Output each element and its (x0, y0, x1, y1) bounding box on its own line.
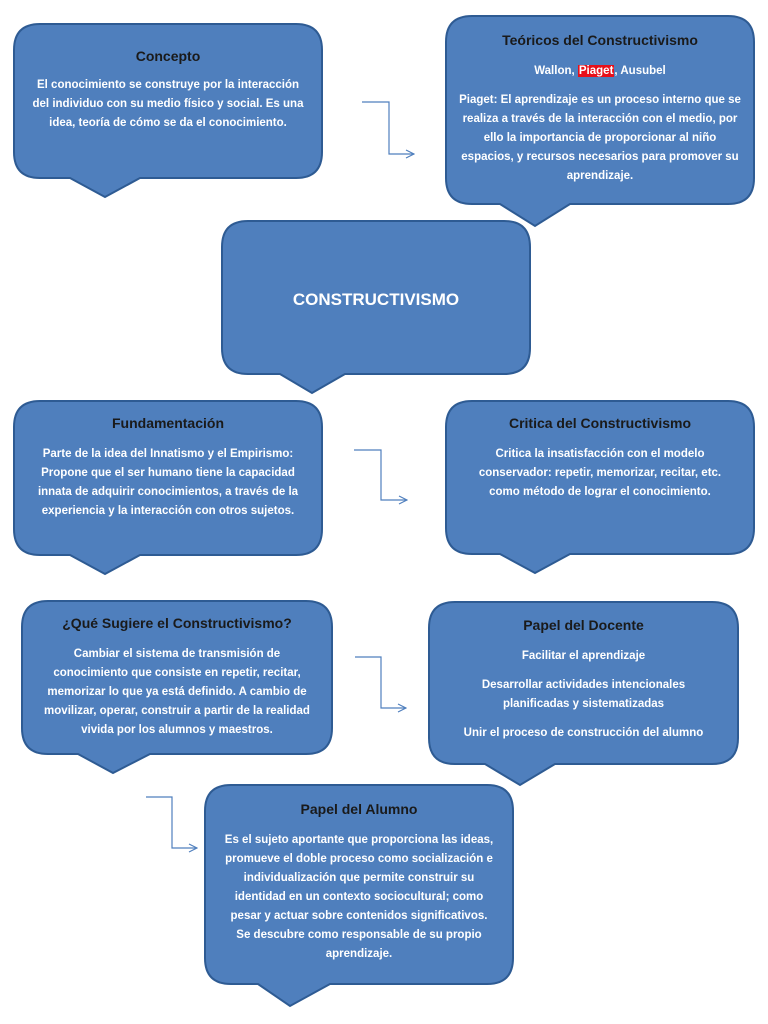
teoricos-box: Teóricos del Constructivismo Wallon, Pia… (452, 32, 748, 186)
arrow-to-alumno (146, 796, 197, 848)
sugiere-text: Cambiar el sistema de transmisión de con… (44, 648, 310, 736)
critica-text: Critica la insatisfacción con el modelo … (478, 448, 722, 498)
alumno-title: Papel del Alumno (300, 801, 418, 817)
fundamentacion-shape (13, 400, 323, 576)
alumno-shape (204, 784, 514, 1008)
docente-items: Facilitar el aprendizaje Desarrollar act… (437, 647, 730, 743)
concepto-shape (13, 23, 323, 199)
theorist-ausubel: , Ausubel (614, 65, 666, 77)
central-shape (221, 220, 531, 395)
sugiere-shape (21, 600, 333, 775)
docente-title: Papel del Docente (523, 617, 644, 633)
central-title: CONSTRUCTIVISMO (292, 290, 460, 309)
critica-shape (445, 400, 755, 575)
names-separator: , (571, 65, 578, 77)
critica-box: Critica del Constructivismo Critica la i… (454, 415, 746, 502)
teoricos-names: Wallon, Piaget, Ausubel (452, 62, 748, 81)
teoricos-title: Teóricos del Constructivismo (502, 32, 698, 48)
docente-shape (428, 601, 739, 787)
teoricos-text: Piaget: El aprendizaje es un proceso int… (459, 94, 741, 182)
fundamentacion-title: Fundamentación (111, 415, 224, 431)
concepto-box: Concepto El conocimiento se construye po… (22, 48, 314, 133)
critica-title: Critica del Constructivismo (508, 415, 692, 431)
theorist-piaget-highlighted: Piaget (577, 65, 615, 77)
arrow-fundamentacion-to-critica (354, 449, 407, 500)
fundamentacion-text: Parte de la idea del Innatismo y el Empi… (37, 448, 299, 517)
sugiere-title: ¿Qué Sugiere el Constructivismo? (62, 615, 292, 631)
concepto-text: El conocimiento se construye por la inte… (32, 79, 304, 129)
teoricos-shape (445, 15, 755, 228)
alumno-box: Papel del Alumno Es el sujeto aportante … (213, 801, 505, 964)
docente-box: Papel del Docente Facilitar el aprendiza… (437, 617, 730, 753)
alumno-text: Es el sujeto aportante que proporciona l… (224, 834, 494, 960)
docente-item: Desarrollar actividades intencionales pl… (481, 679, 686, 710)
arrow-sugiere-to-docente (355, 656, 406, 708)
fundamentacion-box: Fundamentación Parte de la idea del Inna… (22, 415, 314, 521)
docente-item: Facilitar el aprendizaje (521, 650, 646, 662)
concepto-title: Concepto (135, 48, 201, 64)
sugiere-box: ¿Qué Sugiere el Constructivismo? Cambiar… (30, 615, 324, 740)
docente-item: Unir el proceso de construcción del alum… (463, 727, 704, 739)
theorist-wallon: Wallon (534, 65, 572, 77)
arrow-concepto-to-teoricos (362, 101, 414, 154)
central-box: CONSTRUCTIVISMO (226, 290, 526, 310)
